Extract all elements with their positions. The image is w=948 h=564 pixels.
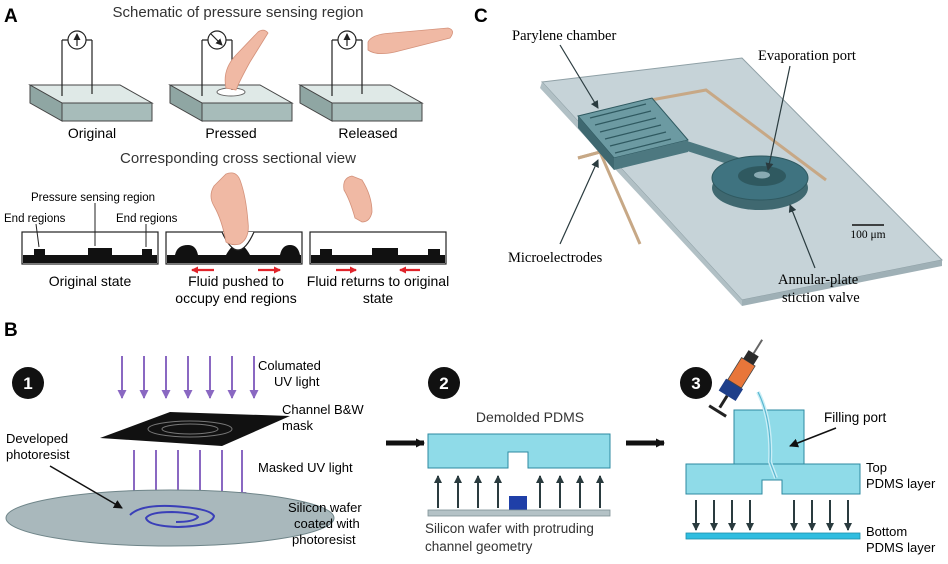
si-wafer-label-1: Silicon wafer with protruding <box>425 521 594 536</box>
protruding-channel <box>509 496 527 510</box>
cross-section-released <box>309 175 447 274</box>
panel-a-letter: A <box>4 6 18 27</box>
step-2: 2 Demolded PDMS Silicon wafer with protr… <box>425 367 611 554</box>
caption-fluid-pushed-1: Fluid pushed to <box>188 273 284 289</box>
panel-a: A Schematic of pressure sensing region <box>4 4 453 306</box>
state-label-pressed: Pressed <box>205 125 256 141</box>
block-released <box>298 27 453 122</box>
microelectrode-right <box>639 88 827 182</box>
bond-arrows <box>692 500 852 531</box>
caption-fluid-returns-2: state <box>363 290 394 306</box>
serpentine-channel <box>589 103 672 154</box>
columated-uv-arrows <box>117 356 259 399</box>
step-1: 1 Columated UV light Channel B&W mask De… <box>5 356 364 547</box>
caption-fluid-returns-1: Fluid returns to original <box>307 273 449 289</box>
mask-label-2: mask <box>282 418 314 433</box>
pressure-sensing-label: Pressure sensing region <box>31 192 155 204</box>
scale-bar-label: 100 μm <box>850 229 885 241</box>
filling-port-label: Filling port <box>824 410 887 425</box>
state-label-original: Original <box>68 125 116 141</box>
step-number-3: 3 <box>691 374 700 393</box>
bottom-label-2: PDMS layer <box>866 540 936 555</box>
panel-c: C Parylene chamber Evaporation port <box>474 6 944 306</box>
bottom-label-1: Bottom <box>866 524 907 539</box>
mask-label-1: Channel B&W <box>282 402 364 417</box>
demolded-label: Demolded PDMS <box>476 409 584 425</box>
masked-uv-label: Masked UV light <box>258 460 353 475</box>
panel-b: B 1 Columated UV light Channel B&W mask … <box>4 320 936 555</box>
end-regions-left-label: End regions <box>4 213 66 225</box>
developed-label-2: photoresist <box>6 447 70 462</box>
panel-c-letter: C <box>474 6 488 27</box>
hand-released-icon <box>343 175 373 223</box>
hand-pressing-icon <box>210 172 249 246</box>
evaporation-port <box>754 171 770 179</box>
caption-original-state: Original state <box>49 273 132 289</box>
finger-icon <box>367 27 453 54</box>
finger-icon <box>224 29 269 91</box>
step-badge-3 <box>680 367 712 399</box>
bottom-pdms-layer <box>685 532 861 540</box>
microelectrodes-label: Microelectrodes <box>508 250 603 266</box>
step-number-2: 2 <box>439 374 448 393</box>
caption-fluid-pushed-2: occupy end regions <box>175 290 296 306</box>
syringe-icon <box>708 339 763 418</box>
wafer-label-3: photoresist <box>292 532 356 547</box>
annular-label-1: Annular-plate <box>778 272 858 288</box>
top-label-2: PDMS layer <box>866 476 936 491</box>
schematic-title: Schematic of pressure sensing region <box>113 4 364 21</box>
columated-label-2: UV light <box>274 374 320 389</box>
columated-label-1: Columated <box>258 358 321 373</box>
cross-section-pressed <box>165 172 303 274</box>
si-wafer-label-2: channel geometry <box>425 539 533 554</box>
state-label-released: Released <box>338 125 397 141</box>
demold-arrows <box>434 475 604 508</box>
step-badge-1 <box>12 367 44 399</box>
photoresist-spiral <box>129 504 216 529</box>
block-pressed <box>168 29 294 122</box>
silicon-wafer-bar <box>427 509 611 517</box>
cross-section-title: Corresponding cross sectional view <box>120 150 356 167</box>
wafer-label-1: Silicon wafer <box>288 500 362 515</box>
annular-label-2: stiction valve <box>782 290 860 306</box>
parylene-label: Parylene chamber <box>512 28 616 44</box>
step-3: 3 Filling port Top PDMS layer <box>680 339 936 555</box>
silicon-wafer-disk <box>5 489 335 547</box>
step-badge-2 <box>428 367 460 399</box>
developed-label-1: Developed <box>6 431 68 446</box>
demolded-pdms <box>427 433 611 469</box>
step-number-1: 1 <box>23 374 32 393</box>
top-pdms-layer <box>685 463 861 495</box>
panel-b-letter: B <box>4 320 18 341</box>
channel-mask <box>100 412 290 446</box>
wafer-label-2: coated with <box>294 516 360 531</box>
end-regions-right-label: End regions <box>116 213 178 225</box>
block-original <box>28 30 154 122</box>
cross-section-original: Pressure sensing region End regions End … <box>4 192 178 265</box>
evaporation-label: Evaporation port <box>758 48 856 64</box>
top-label-1: Top <box>866 460 887 475</box>
device-render <box>540 57 944 306</box>
